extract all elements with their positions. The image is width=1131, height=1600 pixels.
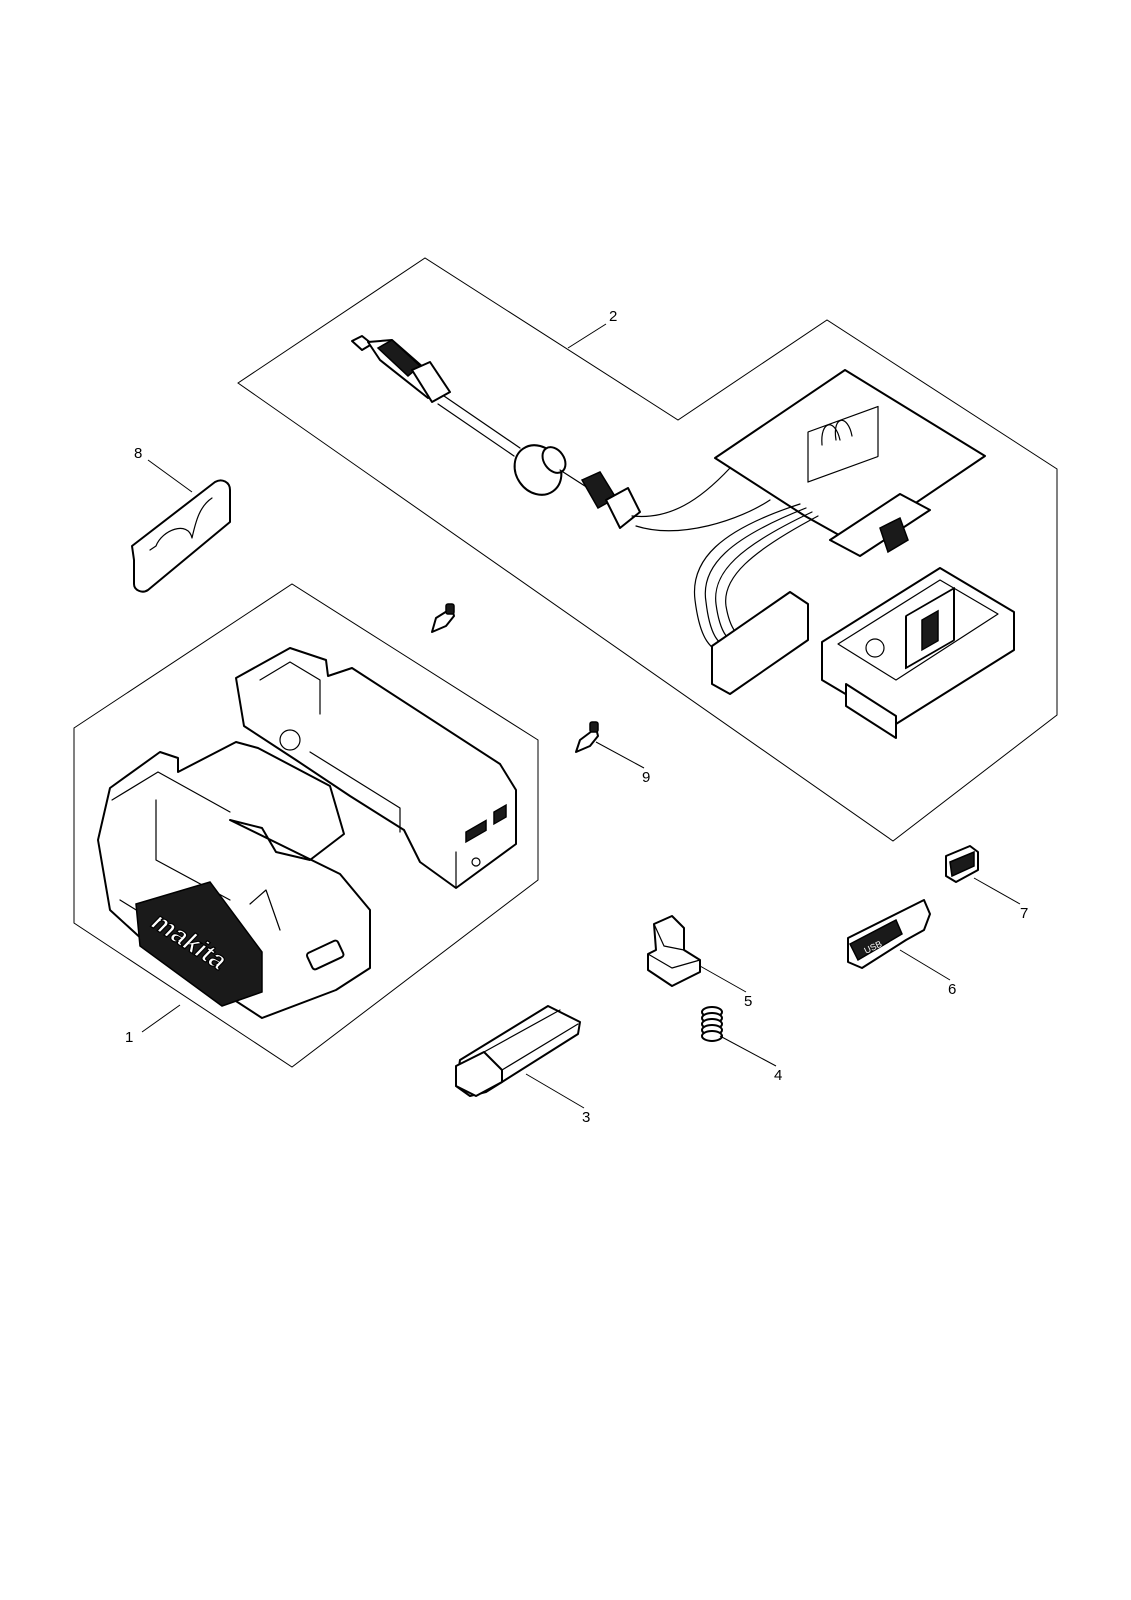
usb-cover: USB bbox=[847, 899, 931, 969]
leader-5 bbox=[699, 965, 747, 993]
screw-upper bbox=[431, 603, 455, 633]
callout-7: 7 bbox=[1020, 905, 1028, 922]
leader-9 bbox=[595, 741, 645, 769]
dc-cable-plug bbox=[351, 335, 771, 532]
leader-6 bbox=[899, 949, 951, 981]
circuit-board bbox=[693, 369, 986, 695]
housing-front: makita bbox=[97, 741, 371, 1019]
callout-2: 2 bbox=[609, 308, 617, 325]
callout-5: 5 bbox=[744, 993, 752, 1010]
leader-7 bbox=[973, 877, 1021, 905]
leader-lines bbox=[141, 323, 1021, 1109]
callout-8: 8 bbox=[134, 445, 142, 462]
callout-1: 1 bbox=[125, 1029, 133, 1046]
terminal-block bbox=[821, 567, 1015, 739]
label-plate bbox=[131, 479, 231, 593]
screw-lower bbox=[575, 721, 599, 753]
small-cap bbox=[945, 845, 979, 883]
assembly-frame-1 bbox=[73, 583, 539, 1068]
callouts: 1 2 3 4 5 6 7 8 9 bbox=[125, 308, 1028, 1126]
release-button bbox=[455, 1005, 581, 1097]
coil-spring bbox=[701, 1006, 723, 1042]
assembly-frame-2 bbox=[237, 257, 1058, 842]
callout-9: 9 bbox=[642, 769, 650, 786]
latch bbox=[647, 915, 701, 987]
leader-1 bbox=[141, 1004, 181, 1033]
leader-2 bbox=[567, 323, 607, 349]
leader-8 bbox=[147, 459, 193, 493]
leader-4 bbox=[719, 1035, 777, 1067]
leader-3 bbox=[525, 1073, 585, 1109]
callout-6: 6 bbox=[948, 981, 956, 998]
callout-4: 4 bbox=[774, 1067, 782, 1084]
housing-rear bbox=[235, 647, 517, 889]
callout-3: 3 bbox=[582, 1109, 590, 1126]
